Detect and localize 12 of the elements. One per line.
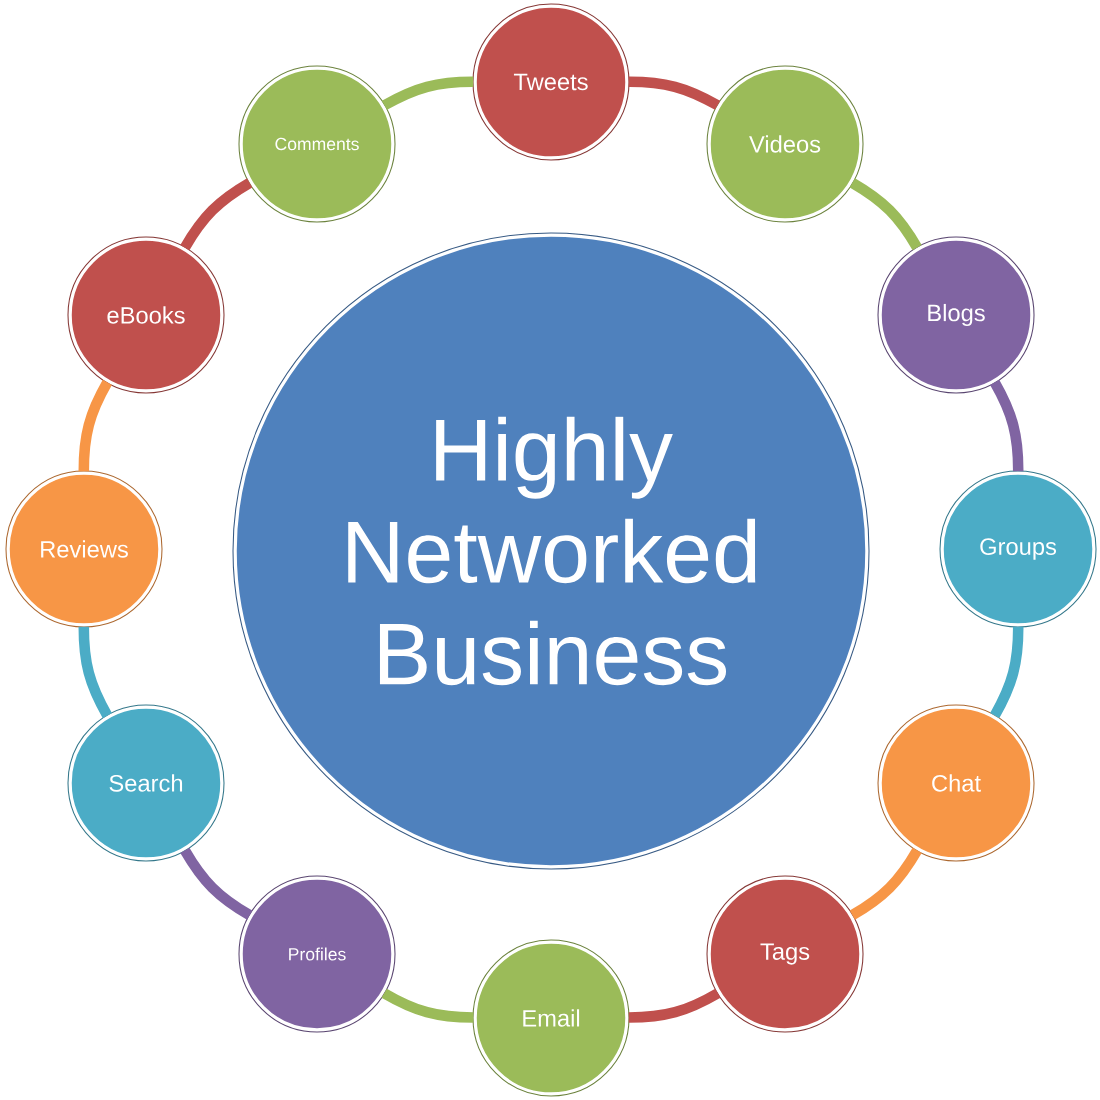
ring-connector (78, 626, 112, 719)
ring-connector (78, 379, 112, 472)
ring-connector (180, 847, 253, 920)
ring-connector (849, 847, 922, 920)
ring-connector (381, 76, 474, 110)
ring-connector (180, 178, 253, 251)
ring-connector (628, 988, 721, 1023)
ring-connector (849, 178, 922, 251)
ring-connector (990, 626, 1024, 719)
ring-connector (990, 379, 1024, 472)
ring-connector (628, 76, 721, 110)
ring-connector (381, 988, 474, 1023)
